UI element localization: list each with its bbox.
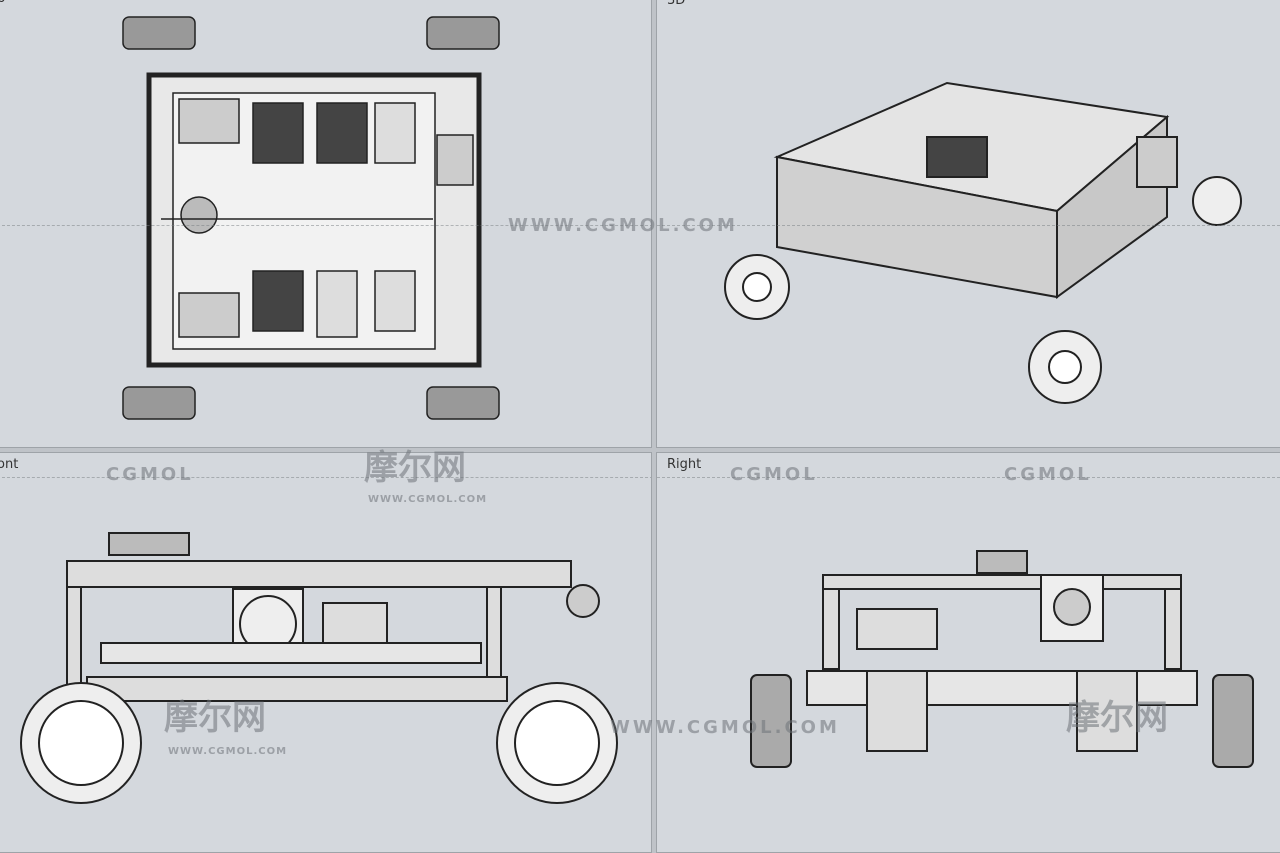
viewport-right[interactable]: Right xyxy=(656,452,1280,853)
viewport-top[interactable]: p xyxy=(0,0,652,448)
viewport-label: Right xyxy=(667,457,702,472)
top-view-drawing xyxy=(122,16,500,420)
viewport-3d[interactable]: 3D xyxy=(656,0,1280,448)
front-view-drawing xyxy=(20,532,618,804)
viewport-label: ont xyxy=(0,457,19,472)
right-view-drawing xyxy=(750,550,1254,768)
viewport-label: 3D xyxy=(667,0,686,8)
iso-view-drawing xyxy=(724,81,1242,404)
viewport-label: p xyxy=(0,0,5,7)
viewport-front[interactable]: ont xyxy=(0,452,652,853)
